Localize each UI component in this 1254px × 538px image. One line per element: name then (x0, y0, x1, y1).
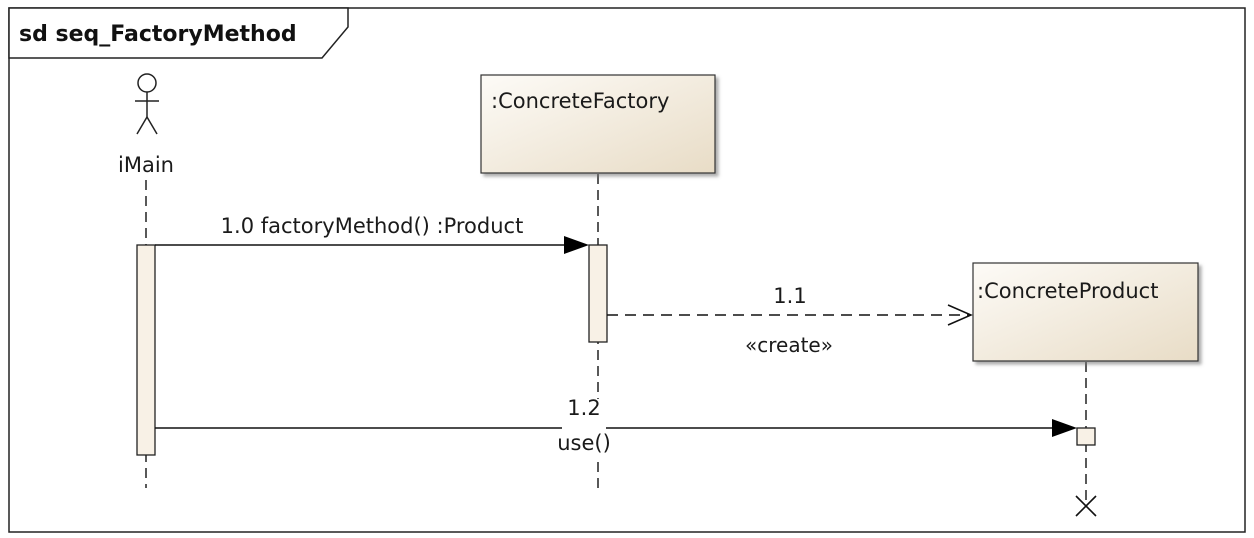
message-stereotype: «create» (745, 333, 833, 357)
lifeline-concretefactory[interactable]: :ConcreteFactory (480, 74, 716, 174)
open-arrowhead-icon (947, 304, 973, 326)
activation-bar-imain (136, 244, 156, 456)
message-label: 1.0 factoryMethod() :Product (221, 214, 524, 238)
frame-title: sd seq_FactoryMethod (19, 22, 297, 47)
activation-bar-product (1076, 427, 1096, 446)
destroy-x-icon (1075, 495, 1097, 517)
message-use[interactable]: 1.2 use() (155, 396, 1077, 457)
lifeline-label: :ConcreteFactory (491, 89, 669, 113)
filled-arrowhead-icon (1052, 419, 1077, 437)
actor-name: iMain (118, 153, 174, 177)
lifeline-concreteproduct[interactable]: :ConcreteProduct (972, 262, 1199, 362)
message-operation: use() (557, 431, 611, 455)
label-background (562, 399, 606, 457)
frame-title-tab (8, 7, 349, 59)
message-factorymethod[interactable]: 1.0 factoryMethod() :Product (155, 214, 589, 254)
message-number: 1.1 (773, 284, 806, 308)
activation-bar-factory (588, 244, 608, 343)
message-create[interactable]: 1.1 «create» (607, 284, 973, 357)
message-number: 1.2 (567, 396, 600, 420)
actor-imain[interactable]: iMain (118, 73, 174, 177)
lifeline-label: :ConcreteProduct (977, 279, 1158, 303)
filled-arrowhead-icon (564, 236, 589, 254)
stick-figure-icon (135, 73, 159, 135)
